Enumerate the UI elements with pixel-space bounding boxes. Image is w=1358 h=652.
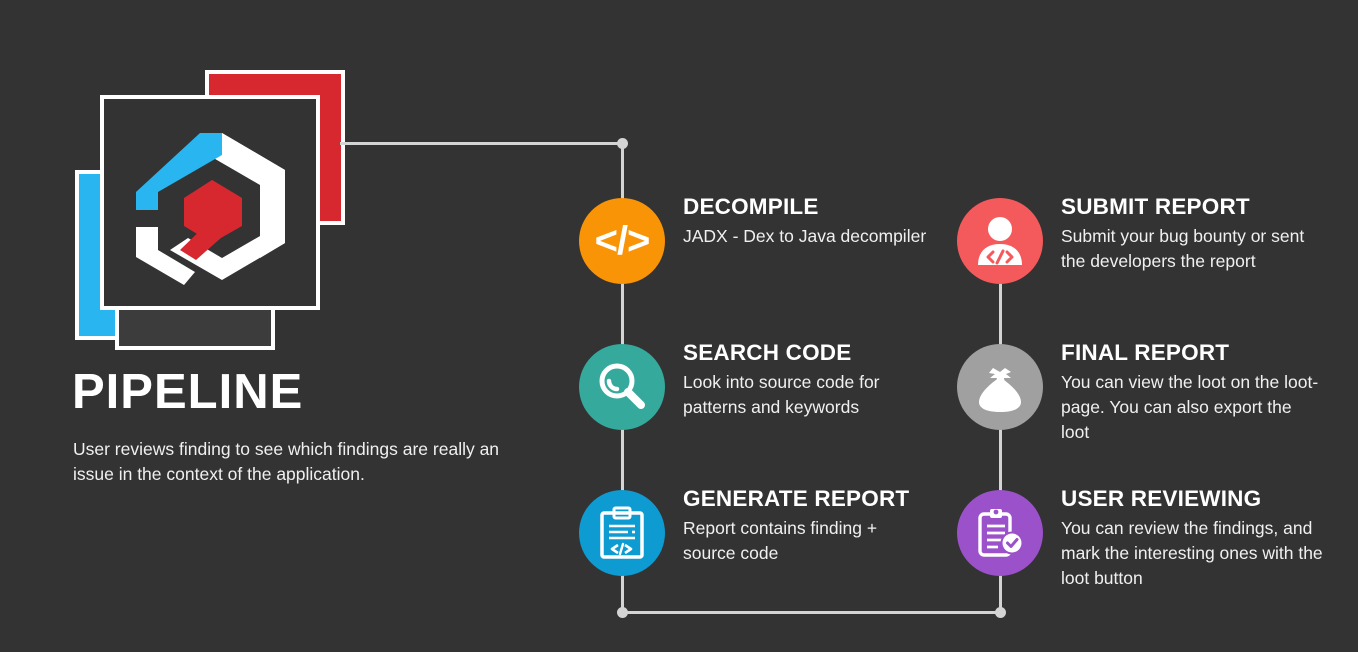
- node-submit-report-text: SUBMIT REPORT Submit your bug bounty or …: [1061, 194, 1323, 274]
- developer-person-icon: [978, 217, 1022, 265]
- node-submit-report-title: SUBMIT REPORT: [1061, 194, 1250, 219]
- node-submit-report-description: Submit your bug bounty or sent the devel…: [1061, 225, 1305, 271]
- node-decompile-bubble[interactable]: </>: [579, 198, 665, 284]
- node-final-report-bubble[interactable]: [957, 344, 1043, 430]
- code-brackets-icon: </>: [594, 219, 651, 263]
- node-generate-report-bubble[interactable]: [579, 490, 665, 576]
- connector-dot-bottom-left: [617, 607, 628, 618]
- node-user-reviewing-description: You can review the findings, and mark th…: [1061, 517, 1323, 588]
- node-final-report-text: FINAL REPORT You can view the loot on th…: [1061, 340, 1323, 444]
- node-decompile-title: DECOMPILE: [683, 194, 819, 219]
- node-search-code-text: SEARCH CODE Look into source code for pa…: [683, 340, 933, 420]
- node-search-code-description: Look into source code for patterns and k…: [683, 371, 880, 417]
- node-submit-report-bubble[interactable]: [957, 198, 1043, 284]
- node-generate-report-description: Report contains finding + source code: [683, 517, 878, 563]
- node-decompile-text: DECOMPILE JADX - Dex to Java decompiler: [683, 194, 933, 249]
- node-final-report-title: FINAL REPORT: [1061, 340, 1230, 365]
- clipboard-code-icon: [600, 506, 644, 559]
- logo-cluster: [70, 60, 360, 350]
- magnifier-icon: [599, 363, 645, 409]
- clipboard-check-icon: [978, 509, 1024, 557]
- page-subtitle: User reviews finding to see which findin…: [73, 439, 500, 485]
- node-user-reviewing-title: USER REVIEWING: [1061, 486, 1262, 511]
- page-title: PIPELINE: [72, 365, 304, 419]
- node-decompile-description: JADX - Dex to Java decompiler: [683, 225, 927, 246]
- hexagon-logo-icon: [136, 133, 285, 285]
- money-bag-icon: [979, 368, 1021, 412]
- node-final-report-description: You can view the loot on the loot-page. …: [1061, 371, 1319, 442]
- logo-card-shadow: [115, 305, 275, 350]
- connector-top-horizontal: [340, 142, 624, 145]
- node-generate-report-text: GENERATE REPORT Report contains finding …: [683, 486, 933, 566]
- node-search-code-bubble[interactable]: [579, 344, 665, 430]
- node-user-reviewing-bubble[interactable]: [957, 490, 1043, 576]
- node-user-reviewing-text: USER REVIEWING You can review the findin…: [1061, 486, 1323, 590]
- connector-bottom-horizontal: [621, 611, 1001, 614]
- node-generate-report-title: GENERATE REPORT: [683, 486, 910, 511]
- node-search-code-title: SEARCH CODE: [683, 340, 852, 365]
- connector-dot-bottom-right: [995, 607, 1006, 618]
